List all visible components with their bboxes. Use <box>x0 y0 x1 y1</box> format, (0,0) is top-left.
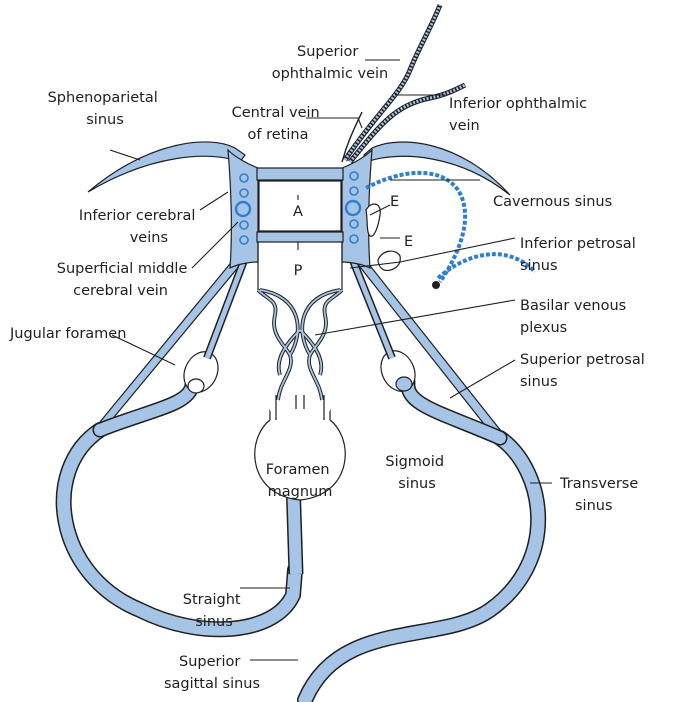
label-superficial-middle-cerebral-vein: Superficial middle cerebral vein <box>57 261 192 299</box>
basilar-venous-plexus <box>258 290 342 400</box>
label-central-vein-of-retina: Central vein of retina <box>232 105 325 143</box>
beaded-vein-end <box>432 281 440 289</box>
label-superior-petrosal-sinus: Superior petrosal sinus <box>520 352 649 390</box>
anterior-intercavernous-sinus <box>257 168 343 180</box>
label-sigmoid-sinus: Sigmoid sinus <box>385 454 448 492</box>
emissary-vein-upper <box>366 204 380 236</box>
label-basilar-venous-plexus: Basilar venous plexus <box>520 298 631 336</box>
emissary-vein-lower <box>378 251 400 270</box>
label-superior-sagittal-sinus: Superior sagittal sinus <box>164 654 260 692</box>
label-sphenoparietal-sinus: Sphenoparietal sinus <box>48 90 163 128</box>
label-cavernous-sinus: Cavernous sinus <box>493 194 612 210</box>
letter-p: P <box>294 263 303 279</box>
middle-intercavernous-band <box>257 232 343 242</box>
jugular-foramen-right-inner <box>396 377 412 391</box>
label-inferior-petrosal-sinus: Inferior petrosal sinus <box>520 236 640 274</box>
label-superior-ophthalmic-vein: Superior ophthalmic vein <box>272 44 389 82</box>
letter-e-lower: E <box>404 234 413 250</box>
letter-a: A <box>293 204 303 220</box>
letter-e-upper: E <box>390 194 399 210</box>
jugular-foramen-left-inner <box>188 379 204 393</box>
label-jugular-foramen: Jugular foramen <box>9 326 126 342</box>
sphenoparietal-sinus-right <box>364 142 510 195</box>
cavernous-sinus-left <box>228 150 258 268</box>
label-inferior-cerebral-veins: Inferior cerebral veins <box>79 208 200 246</box>
label-transverse-sinus: Transverse sinus <box>559 476 643 514</box>
sphenoparietal-sinus-left <box>88 142 245 192</box>
label-inferior-ophthalmic-vein: Inferior ophthalmic vein <box>449 96 592 134</box>
superior-ophthalmic-vein <box>345 5 440 160</box>
